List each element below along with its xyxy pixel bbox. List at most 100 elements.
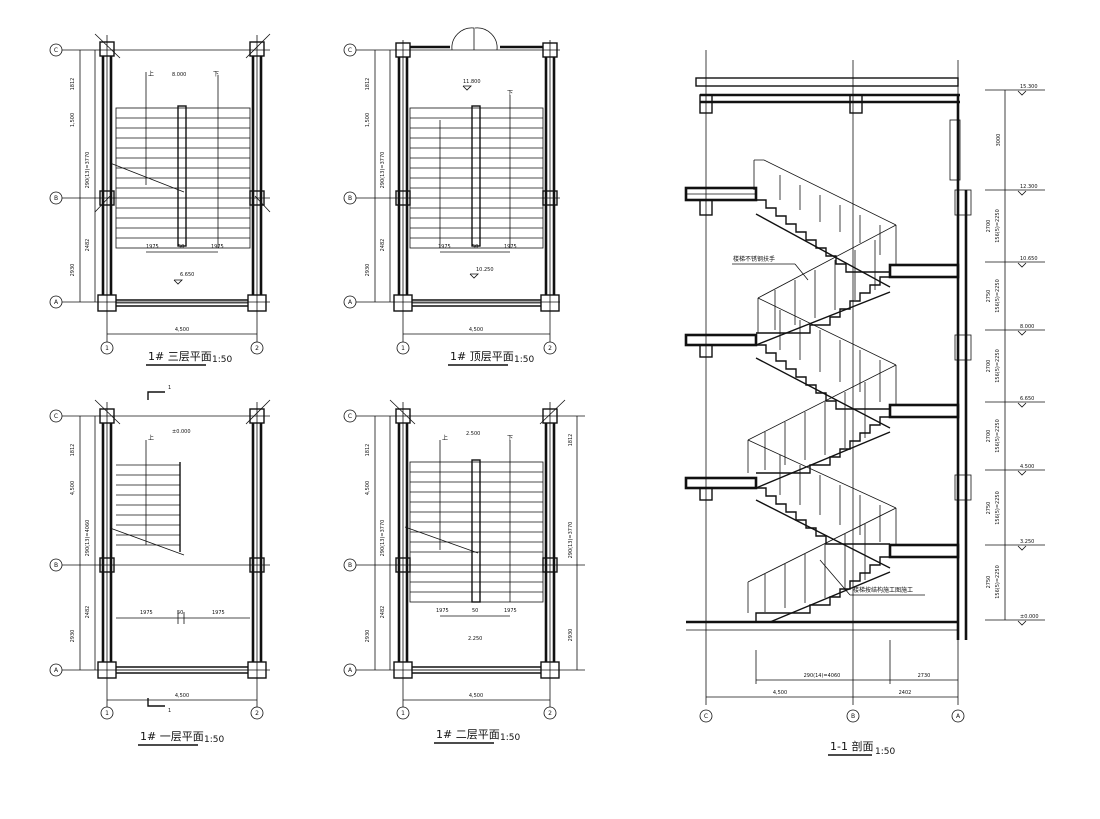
break-line bbox=[109, 162, 185, 193]
railing-note: 楼梯不锈钢扶手 bbox=[733, 255, 775, 263]
plan-title: 1# 三层平面 bbox=[148, 350, 212, 363]
svg-text:290(13)=3770: 290(13)=3770 bbox=[85, 152, 91, 189]
svg-text:1,500: 1,500 bbox=[365, 113, 371, 127]
svg-text:1975: 1975 bbox=[212, 610, 225, 616]
svg-text:2: 2 bbox=[548, 710, 552, 717]
svg-text:1812: 1812 bbox=[568, 434, 574, 447]
svg-text:A: A bbox=[54, 667, 59, 674]
svg-text:2730: 2730 bbox=[918, 673, 931, 679]
svg-text:4,500: 4,500 bbox=[773, 690, 787, 696]
grid-label-b: B bbox=[54, 195, 58, 202]
svg-text:B: B bbox=[348, 562, 352, 569]
plan-scale: 1:50 bbox=[212, 355, 232, 365]
svg-text:下: 下 bbox=[507, 90, 513, 97]
svg-text:2.500: 2.500 bbox=[466, 431, 480, 437]
svg-text:4,500: 4,500 bbox=[365, 481, 371, 495]
svg-text:156(5)=2250: 156(5)=2250 bbox=[995, 491, 1001, 525]
svg-text:2700: 2700 bbox=[986, 220, 992, 233]
grid-label-2: 2 bbox=[255, 345, 259, 352]
stair-well-handrail bbox=[177, 105, 187, 247]
section-title: 1-1 剖面 bbox=[830, 739, 873, 753]
svg-text:2482: 2482 bbox=[380, 606, 386, 619]
svg-text:1: 1 bbox=[168, 708, 171, 714]
svg-text:1,500: 1,500 bbox=[70, 113, 76, 127]
svg-text:50: 50 bbox=[177, 610, 183, 616]
svg-text:A: A bbox=[348, 299, 353, 306]
svg-text:1812: 1812 bbox=[365, 78, 371, 91]
svg-text:290(13)=3770: 290(13)=3770 bbox=[380, 152, 386, 189]
svg-text:1812: 1812 bbox=[365, 444, 371, 457]
svg-text:2930: 2930 bbox=[70, 630, 76, 643]
svg-text:11.800: 11.800 bbox=[463, 79, 481, 85]
svg-text:1: 1 bbox=[401, 710, 405, 717]
svg-text:2750: 2750 bbox=[986, 576, 992, 589]
svg-text:4,500: 4,500 bbox=[175, 327, 189, 333]
svg-text:156(5)=2250: 156(5)=2250 bbox=[995, 279, 1001, 313]
plan-title: 1# 二层平面 bbox=[436, 728, 500, 741]
svg-text:290(13)=3770: 290(13)=3770 bbox=[380, 520, 386, 557]
svg-text:1975: 1975 bbox=[140, 610, 153, 616]
svg-text:2700: 2700 bbox=[986, 360, 992, 373]
svg-text:1: 1 bbox=[401, 345, 405, 352]
svg-text:2: 2 bbox=[548, 345, 552, 352]
svg-text:2930: 2930 bbox=[70, 264, 76, 277]
section-1-1: C B A bbox=[684, 50, 1045, 757]
svg-text:1975: 1975 bbox=[504, 244, 517, 250]
stair-treads bbox=[409, 107, 544, 249]
svg-text:1975: 1975 bbox=[146, 244, 159, 250]
third-floor-plan: C B A 1 2 1812 1,500 290(13)=3770 2482 2… bbox=[49, 33, 271, 366]
svg-text:6.650: 6.650 bbox=[1020, 396, 1034, 402]
stair-note: 楼梯按结构施工图施工 bbox=[853, 586, 913, 594]
svg-text:下: 下 bbox=[507, 435, 513, 442]
grid-label-1: 1 bbox=[105, 345, 109, 352]
svg-text:4.500: 4.500 bbox=[1020, 464, 1034, 470]
plan-scale: 1:50 bbox=[204, 735, 224, 745]
stair-treads bbox=[116, 464, 180, 546]
svg-text:B: B bbox=[851, 713, 855, 720]
svg-text:1812: 1812 bbox=[70, 444, 76, 457]
svg-text:上: 上 bbox=[442, 434, 448, 442]
svg-text:2930: 2930 bbox=[365, 630, 371, 643]
stair-treads bbox=[115, 107, 251, 249]
svg-text:3.250: 3.250 bbox=[1020, 539, 1034, 545]
svg-text:1: 1 bbox=[168, 385, 171, 391]
top-floor-plan: C B A 1 2 1812 1,500 290(13)=3770 2482 2… bbox=[343, 27, 560, 366]
svg-text:C: C bbox=[54, 413, 58, 420]
svg-text:2482: 2482 bbox=[85, 239, 91, 252]
svg-text:12.300: 12.300 bbox=[1020, 184, 1038, 190]
svg-text:2750: 2750 bbox=[986, 290, 992, 303]
svg-text:290(13)=4060: 290(13)=4060 bbox=[85, 520, 91, 557]
svg-text:2750: 2750 bbox=[986, 502, 992, 515]
svg-text:156(5)=2250: 156(5)=2250 bbox=[995, 565, 1001, 599]
svg-text:1975: 1975 bbox=[436, 608, 449, 614]
handrails bbox=[747, 159, 897, 613]
svg-text:1975: 1975 bbox=[504, 608, 517, 614]
svg-text:C: C bbox=[704, 713, 708, 720]
svg-text:4,500: 4,500 bbox=[469, 693, 483, 699]
svg-text:上: 上 bbox=[148, 70, 154, 78]
svg-text:2700: 2700 bbox=[986, 430, 992, 443]
plan-scale: 1:50 bbox=[500, 733, 520, 743]
svg-text:±0.000: ±0.000 bbox=[1020, 614, 1039, 620]
section-mark-bottom bbox=[147, 698, 165, 707]
svg-text:C: C bbox=[348, 47, 352, 54]
plan-title: 1# 顶层平面 bbox=[450, 350, 514, 363]
door-swing-right bbox=[474, 27, 498, 51]
svg-text:4,500: 4,500 bbox=[469, 327, 483, 333]
grid-label-a: A bbox=[54, 299, 59, 306]
svg-text:2930: 2930 bbox=[568, 629, 574, 642]
svg-text:2402: 2402 bbox=[899, 690, 912, 696]
svg-text:4,500: 4,500 bbox=[175, 693, 189, 699]
svg-text:4,500: 4,500 bbox=[70, 481, 76, 495]
svg-text:290(13)=3770: 290(13)=3770 bbox=[568, 522, 574, 559]
svg-text:1: 1 bbox=[105, 710, 109, 717]
svg-text:2930: 2930 bbox=[365, 264, 371, 277]
svg-text:C: C bbox=[348, 413, 352, 420]
svg-text:10.250: 10.250 bbox=[476, 267, 494, 273]
svg-text:1975: 1975 bbox=[438, 244, 451, 250]
svg-text:3000: 3000 bbox=[996, 134, 1002, 147]
second-floor-plan: C B A 1 2 1812 4,500 290(13)=3770 2482 2… bbox=[343, 399, 585, 744]
grid-label-c: C bbox=[54, 47, 58, 54]
svg-text:8.000: 8.000 bbox=[1020, 324, 1034, 330]
